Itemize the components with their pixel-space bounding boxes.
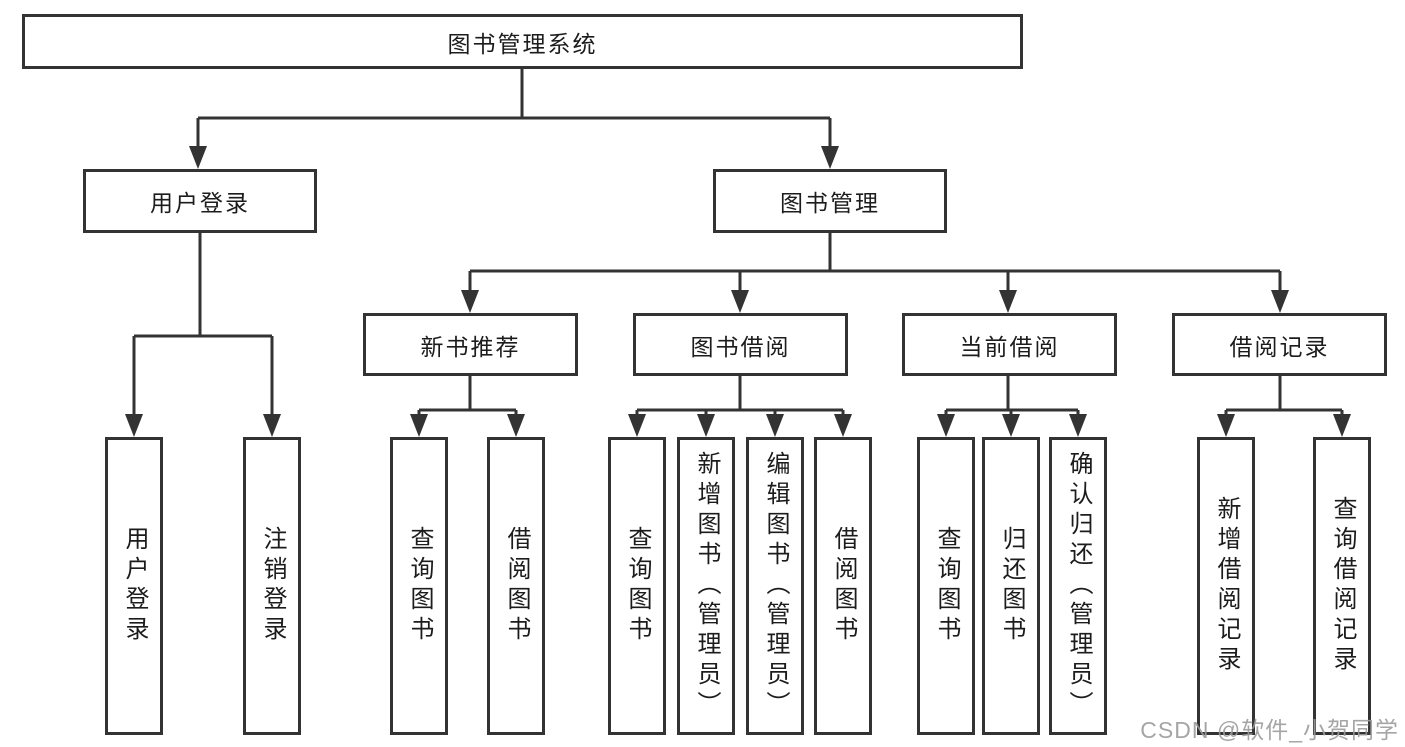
node-book-management-branch: 图书管理: [713, 169, 947, 233]
leaf-query-book-3-label: 查询图书: [933, 526, 960, 646]
leaf-confirm-return-admin-label: 确认归还（管理员）: [1065, 451, 1092, 721]
leaf-query-book-2-label: 查询图书: [624, 526, 651, 646]
leaf-add-book-admin: 新增图书（管理员）: [677, 437, 735, 735]
leaf-logout-label: 注销登录: [259, 526, 286, 646]
csdn-watermark: CSDN @软件_小贺同学: [1140, 717, 1399, 743]
leaf-add-book-admin-label: 新增图书（管理员）: [693, 451, 720, 721]
leaf-query-borrow-record-label: 查询借阅记录: [1329, 496, 1356, 676]
leaf-query-borrow-record: 查询借阅记录: [1313, 437, 1371, 735]
leaf-query-book-1: 查询图书: [390, 437, 448, 735]
node-current-borrow: 当前借阅: [902, 313, 1117, 376]
leaf-query-book-1-label: 查询图书: [406, 526, 433, 646]
node-borrow-records: 借阅记录: [1172, 313, 1387, 376]
leaf-user-login: 用户登录: [105, 437, 163, 735]
leaf-add-borrow-record: 新增借阅记录: [1197, 437, 1255, 735]
leaf-confirm-return-admin: 确认归还（管理员）: [1049, 437, 1107, 735]
leaf-add-borrow-record-label: 新增借阅记录: [1213, 496, 1240, 676]
leaf-borrow-book-1: 借阅图书: [487, 437, 545, 735]
node-new-book-recommend: 新书推荐: [363, 313, 578, 376]
node-user-login-branch: 用户登录: [83, 169, 317, 233]
leaf-edit-book-admin-label: 编辑图书（管理员）: [762, 451, 789, 721]
node-book-borrow: 图书借阅: [633, 313, 848, 376]
leaf-logout: 注销登录: [243, 437, 301, 735]
leaf-query-book-3: 查询图书: [917, 437, 975, 735]
leaf-return-book: 归还图书: [982, 437, 1040, 735]
leaf-borrow-book-2-label: 借阅图书: [830, 526, 857, 646]
leaf-user-login-label: 用户登录: [121, 526, 148, 646]
leaf-borrow-book-1-label: 借阅图书: [503, 526, 530, 646]
node-root: 图书管理系统: [22, 14, 1023, 69]
leaf-query-book-2: 查询图书: [608, 437, 666, 735]
arrowheads: [125, 146, 1351, 437]
leaf-edit-book-admin: 编辑图书（管理员）: [746, 437, 804, 735]
leaf-return-book-label: 归还图书: [998, 526, 1025, 646]
leaf-borrow-book-2: 借阅图书: [814, 437, 872, 735]
